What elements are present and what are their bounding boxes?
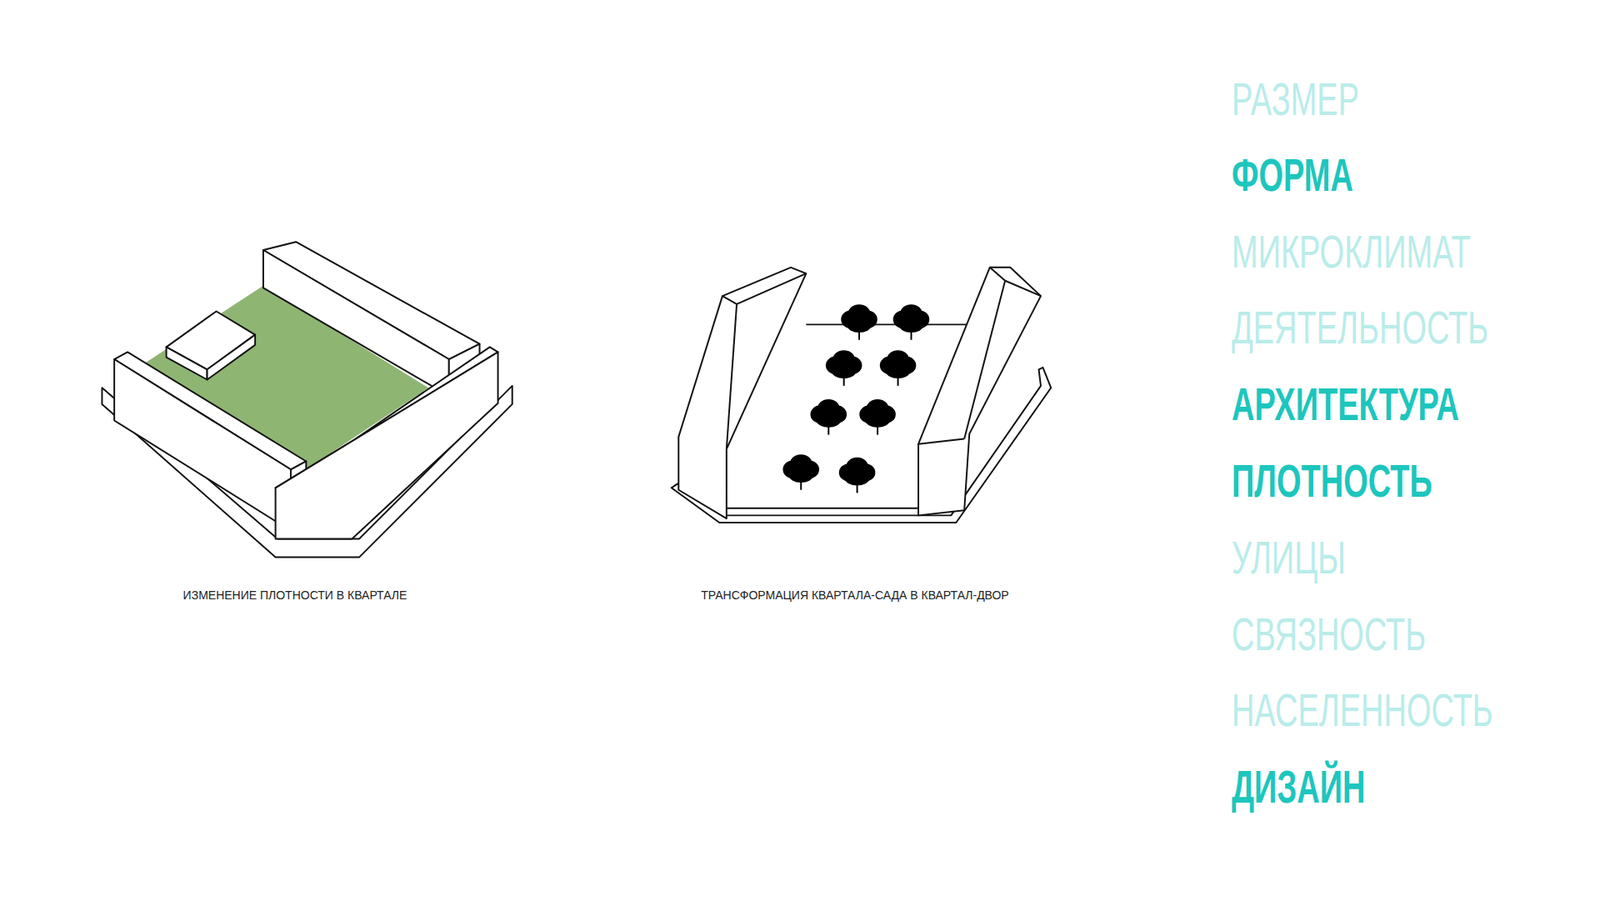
topic-word: НАСЕЛЕННОСТЬ (1231, 686, 1494, 733)
figure-caption: ТРАНСФОРМАЦИЯ КВАРТАЛА-САДА В КВАРТАЛ-ДВ… (700, 588, 1009, 602)
topic-word: ФОРМА (1231, 151, 1354, 198)
topic-word: ДЕЯТЕЛЬНОСТЬ (1231, 304, 1489, 350)
topic-word: ДИЗАЙН (1231, 763, 1365, 810)
tree-symbol (826, 350, 862, 386)
tree-symbol (841, 305, 877, 340)
topic-word: МИКРОКЛИМАТ (1231, 228, 1471, 275)
topic-word: АРХИТЕКТУРА (1231, 380, 1460, 427)
topic-word: ПЛОТНОСТЬ (1231, 457, 1433, 504)
topic-word: РАЗМЕР (1231, 75, 1360, 122)
tree-symbol (840, 458, 875, 494)
figure-caption: ИЗМЕНЕНИЕ ПЛОТНОСТИ В КВАРТАЛЕ (183, 588, 408, 602)
tree-symbol (880, 350, 916, 386)
courtyard-block-drawing (671, 267, 1052, 523)
topic-word: УЛИЦЫ (1231, 534, 1346, 580)
tree-symbol (860, 400, 895, 435)
density-block-drawing (101, 241, 512, 557)
tree-symbol (783, 455, 819, 490)
tree-symbol (894, 305, 930, 340)
topic-word: СВЯЗНОСТЬ (1231, 610, 1426, 657)
tree-symbol (810, 400, 846, 435)
